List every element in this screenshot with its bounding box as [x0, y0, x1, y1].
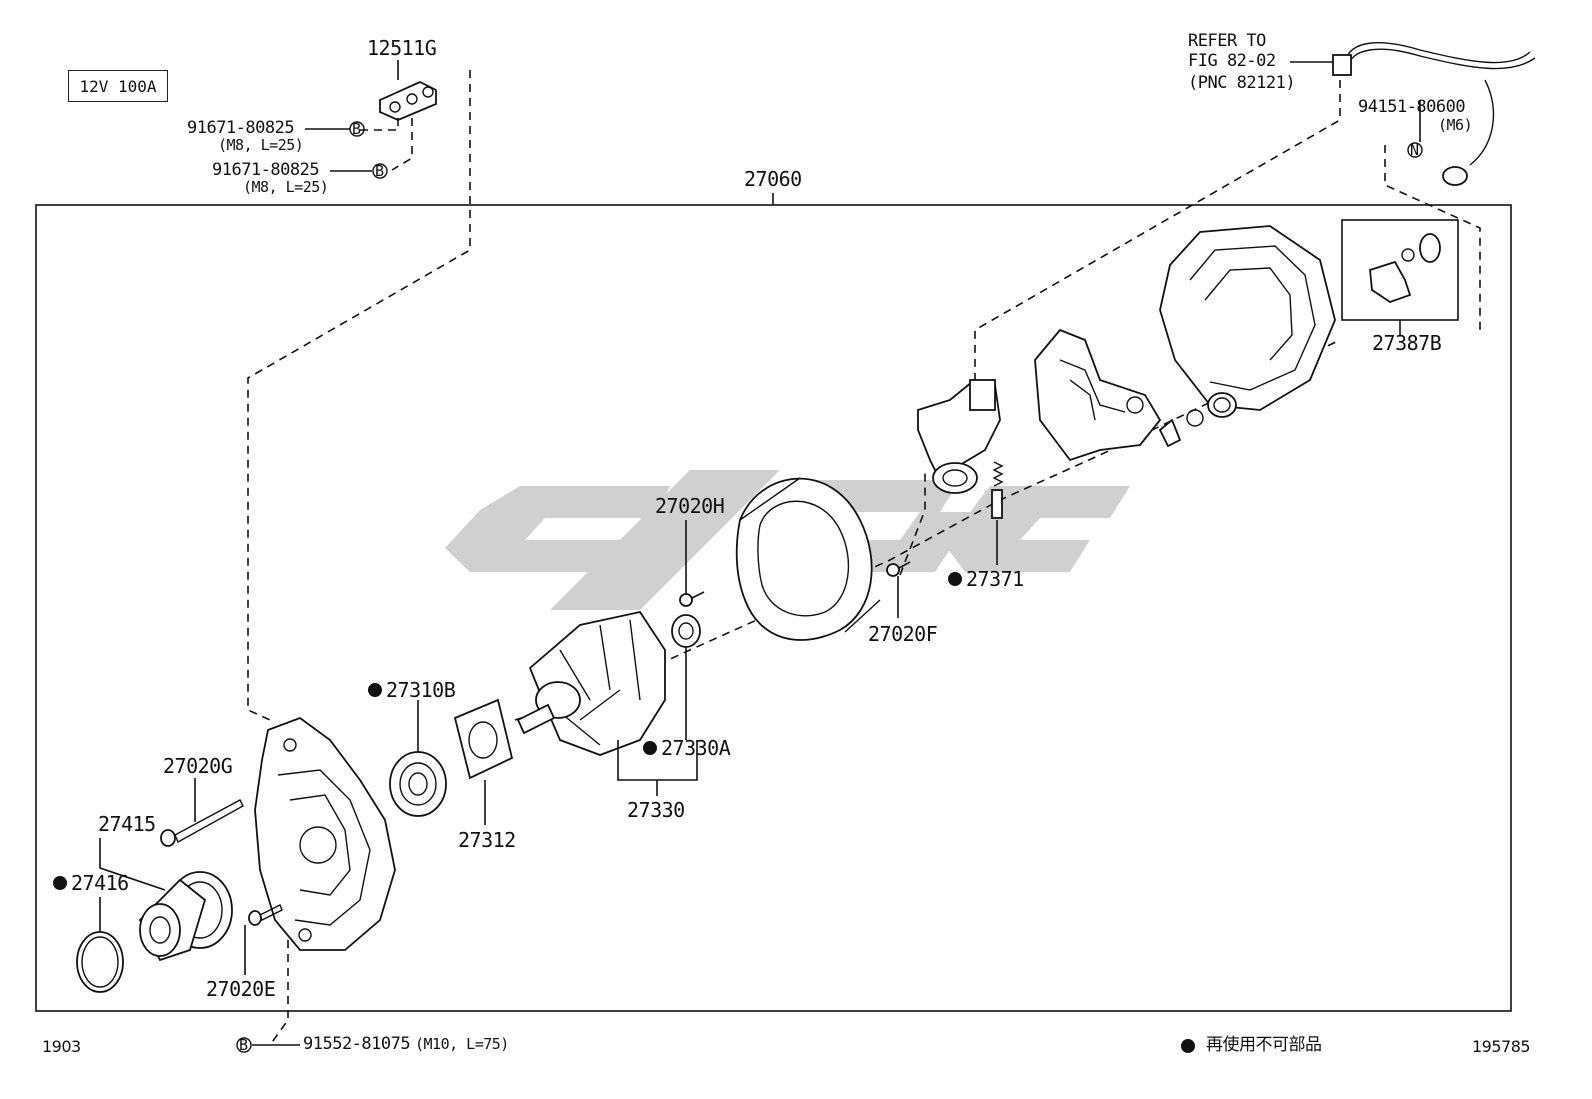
sensor-27387b: [1369, 233, 1441, 335]
spec-box: 12V 100A: [68, 70, 168, 102]
label-27330a: 27330A: [661, 736, 731, 760]
front-housing: [254, 716, 396, 951]
rotor-27330: [516, 610, 666, 756]
legend-dot: [1181, 1039, 1195, 1053]
label-27020g: 27020G: [163, 754, 233, 778]
bearing-27330a: [671, 614, 701, 648]
label-91671-a-spec: (M8, L=25): [218, 136, 304, 154]
legend-text: 再使用不可部品: [1206, 1035, 1322, 1055]
label-12511g: 12511G: [367, 36, 437, 60]
label-27312: 27312: [458, 828, 516, 852]
screw-27020f: [886, 561, 911, 577]
bolt-27020g: [160, 799, 244, 847]
label-27020h: 27020H: [655, 494, 725, 518]
refer-line-1: REFER TO: [1188, 31, 1266, 51]
label-94151: 94151-80600: [1358, 97, 1466, 117]
label-94151-spec: (M6): [1438, 116, 1473, 134]
refer-line-3: (PNC 82121): [1188, 73, 1296, 93]
label-91671-b-spec: (M8, L=25): [243, 178, 329, 196]
dashed-leader-sensor: [1384, 145, 1481, 335]
screw-27020h: [679, 591, 705, 607]
pulley-27415: [138, 871, 233, 962]
dashed-leader-plug: [974, 80, 1341, 380]
wire-harness: [1290, 42, 1536, 186]
label-27020f: 27020F: [868, 622, 938, 646]
rear-housing: [1158, 225, 1336, 448]
label-91671-a: 91671-80825: [187, 118, 295, 138]
brush-27371: [991, 461, 1004, 519]
non-reusable-dot-27371: [948, 572, 962, 586]
nut-n-symbol: N: [1410, 141, 1419, 159]
label-27310b: 27310B: [386, 678, 456, 702]
refer-line-2: FIG 82-02: [1188, 51, 1276, 71]
label-27020e: 27020E: [206, 977, 276, 1001]
label-91671-b: 91671-80825: [212, 160, 320, 180]
non-reusable-dot-27330a: [643, 741, 657, 755]
ring-27416: [76, 931, 124, 993]
non-reusable-dot-27416: [53, 876, 67, 890]
stator: [735, 477, 881, 641]
bolt-b-symbol-3: B: [239, 1036, 248, 1054]
bracket-12511g: [360, 60, 437, 171]
dashed-leader-bracket: [247, 70, 471, 721]
footer-left-code: 1903: [42, 1037, 81, 1056]
bolt-b-symbol-1: B: [352, 120, 361, 138]
bolt-b-symbol-2: B: [375, 162, 384, 180]
label-27371: 27371: [966, 567, 1024, 591]
label-27415: 27415: [98, 812, 156, 836]
label-27416: 27416: [71, 871, 129, 895]
label-91552: 91552-81075: [303, 1034, 411, 1054]
regulator: [917, 379, 1001, 494]
bearing-27310b: [389, 751, 447, 817]
dashed-leader-bolt: [269, 940, 289, 1046]
label-27060: 27060: [744, 167, 802, 191]
footer-right-code: 195785: [1472, 1037, 1531, 1056]
label-27330: 27330: [627, 798, 685, 822]
screw-27020e: [248, 904, 283, 926]
label-91552-spec: (M10, L=75): [415, 1035, 509, 1053]
rectifier: [1034, 328, 1162, 462]
plate-27312: [453, 698, 514, 780]
non-reusable-dot-27310b: [368, 683, 382, 697]
label-27387b: 27387B: [1372, 331, 1442, 355]
dashed-assembly-axis: [514, 339, 1341, 721]
spec-label: 12V 100A: [79, 76, 157, 96]
